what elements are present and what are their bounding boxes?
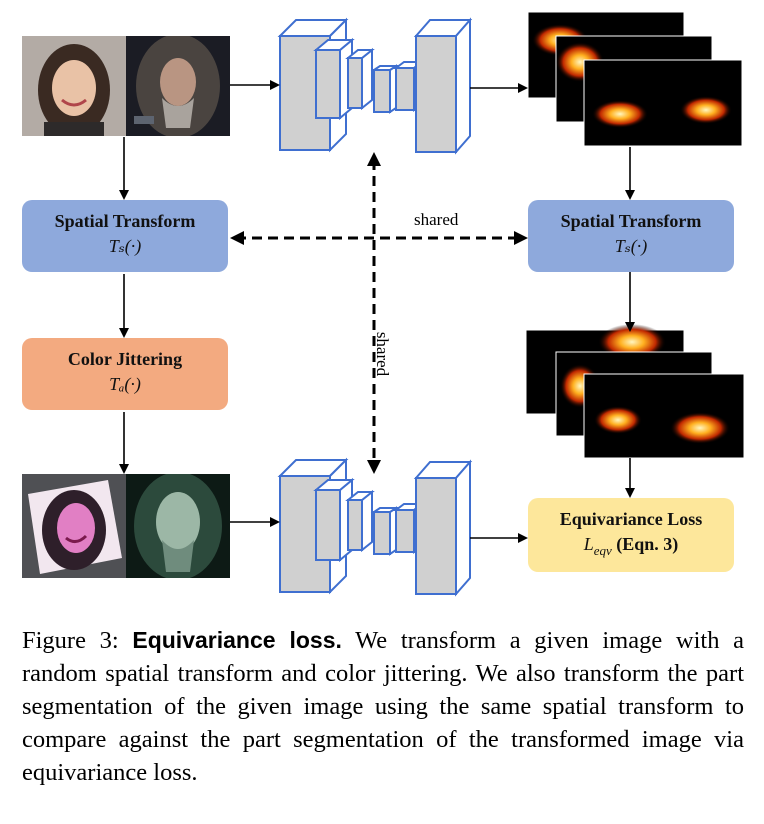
spatial-transform-function: Tₛ(·) [108, 236, 142, 256]
shared-arrows [236, 160, 520, 468]
shared-arrowhead-down [367, 460, 381, 474]
loss-equation-ref: (Eqn. 3) [616, 534, 679, 554]
shared-label-horizontal: shared [414, 210, 459, 229]
color-jittering-function: Tₐ(·) [109, 374, 141, 394]
spatial-transform-title: Spatial Transform [560, 211, 702, 231]
loss-subscript: eqv [593, 542, 612, 558]
heatmap-stack-transformed [525, 324, 745, 459]
figure-caption: Figure 3: Equivariance loss. We transfor… [22, 624, 744, 789]
color-jittering-box: Color Jittering Tₐ(·) [22, 338, 228, 410]
diagram-graphics [119, 11, 745, 597]
spatial-transform-function: Tₛ(·) [614, 236, 648, 256]
caption-prefix: Figure 3: [22, 627, 133, 654]
spatial-transform-title: Spatial Transform [54, 211, 196, 231]
caption-bold: Equivariance loss. [132, 627, 342, 653]
shared-arrowhead-right [514, 231, 528, 245]
loss-symbol: L [583, 534, 594, 554]
equivariance-loss-title: Equivariance Loss [559, 509, 703, 529]
shared-label-vertical: shared [373, 331, 393, 377]
flow-arrows [119, 80, 635, 543]
shared-arrowhead-left [230, 231, 244, 245]
equivariance-loss-box: Equivariance Loss Leqv (Eqn. 3) [528, 498, 734, 572]
shared-arrowhead-up [367, 152, 381, 166]
input-faces-image [22, 36, 230, 136]
spatial-transform-box-left: Spatial Transform Tₛ(·) [22, 200, 228, 272]
input-image-pair [22, 36, 230, 136]
caption-text: We transform a given image with a random… [22, 627, 744, 786]
network-top [277, 17, 473, 155]
network-bottom [277, 457, 473, 597]
equivariance-loss-formula: Leqv (Eqn. 3) [528, 534, 734, 560]
spatial-transform-box-right: Spatial Transform Tₛ(·) [528, 200, 734, 272]
color-jittering-title: Color Jittering [67, 349, 183, 369]
equivariance-diagram: Spatial Transform Tₛ(·) Spatial Transfor… [22, 11, 745, 597]
augmented-image-pair [22, 474, 230, 578]
heatmap-stack-original [527, 11, 743, 147]
augmented-faces-image [22, 474, 230, 578]
